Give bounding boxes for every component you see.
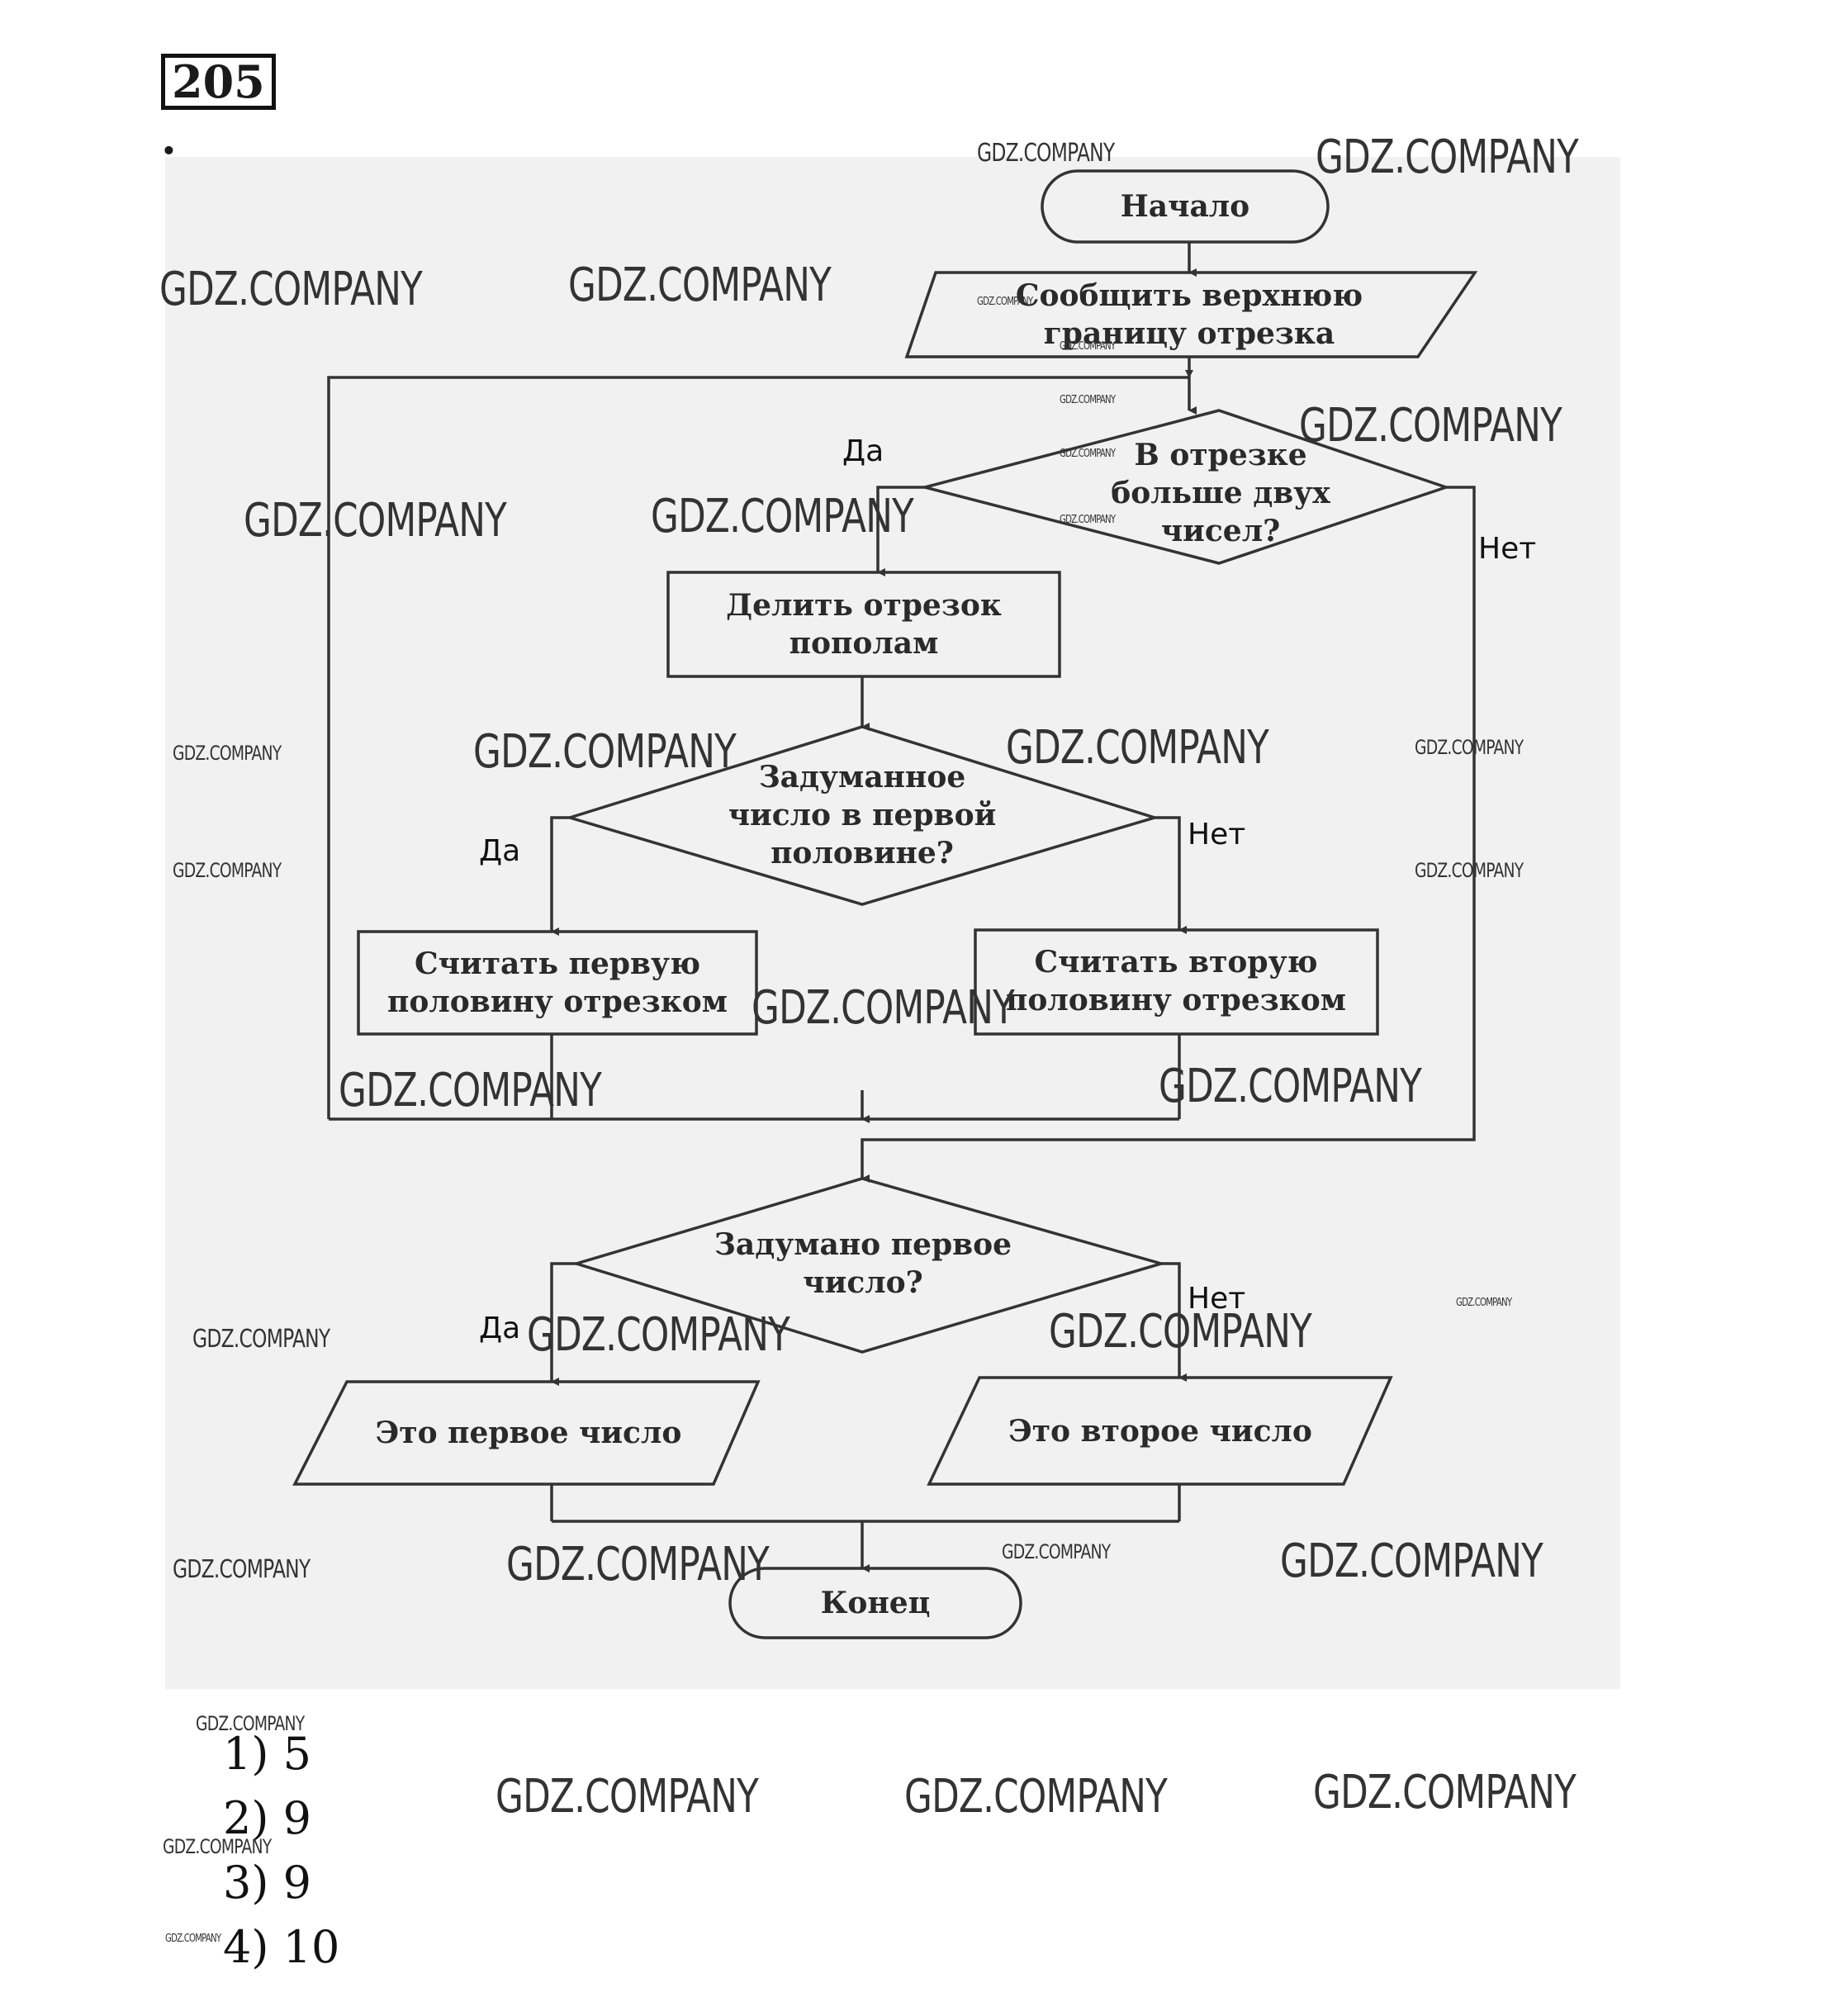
watermark: GDZ.COMPANY (495, 1770, 759, 1824)
start-terminator (1041, 169, 1330, 244)
output-first-parallelogram (292, 1380, 761, 1486)
watermark: GDZ.COMPANY (192, 1325, 330, 1354)
decision1-label: В отрезке больше двух чисел? (1111, 438, 1330, 548)
watermark: GDZ.COMPANY (1049, 1305, 1312, 1359)
arrow-decision3-yes (550, 1262, 576, 1386)
no-label-3: Нет (1188, 1282, 1246, 1316)
arrow-decision2-yes (550, 816, 570, 936)
arrow-decision2-no (1155, 816, 1187, 934)
second-half-label: Считать вторую половину отрезком (1005, 945, 1347, 1017)
watermark: GDZ.COMPANY (1060, 394, 1116, 406)
answer-row: 3) 9 (223, 1857, 311, 1909)
first-half-label: Считать первую половину отрезком (386, 946, 728, 1019)
task-number: 205. (161, 54, 280, 164)
output-second-parallelogram (927, 1376, 1393, 1486)
watermark: GDZ.COMPANY (506, 1538, 770, 1591)
watermark: GDZ.COMPANY (1060, 448, 1116, 460)
arrow-decision1-yes (876, 486, 925, 576)
watermark: GDZ.COMPANY (752, 981, 1015, 1035)
arrow-decision1-no (861, 486, 1476, 1183)
watermark: GDZ.COMPANY (1313, 1766, 1577, 1819)
watermark: GDZ.COMPANY (527, 1308, 790, 1362)
watermark: GDZ.COMPANY (1002, 1540, 1111, 1563)
answer-row: 1) 5 (223, 1728, 311, 1780)
watermark: GDZ.COMPANY (244, 494, 507, 548)
output-first-label: Это первое число (375, 1416, 682, 1450)
answer-row: 4) 10 (223, 1921, 340, 1973)
decision3-label: Задумано первое число? (714, 1227, 1012, 1300)
input-label: Сообщить верхнюю границу отрезка (1015, 278, 1363, 351)
watermark: GDZ.COMPANY (1280, 1535, 1543, 1588)
task-number-box: 205 (161, 54, 276, 110)
end-terminator (728, 1567, 1022, 1639)
output-second-label: Это второе число (1008, 1413, 1312, 1449)
watermark: GDZ.COMPANY (977, 139, 1115, 168)
watermark: GDZ.COMPANY (1415, 859, 1524, 882)
decision2-label: Задуманное число в первой половине? (728, 760, 997, 870)
halve-label: Делить отрезок пополам (726, 588, 1002, 661)
watermark: GDZ.COMPANY (1006, 721, 1269, 775)
watermark: GDZ.COMPANY (159, 263, 423, 316)
watermark: GDZ.COMPANY (173, 1555, 311, 1584)
watermark: GDZ.COMPANY (568, 259, 832, 312)
process-halve-box (666, 571, 1061, 678)
yes-label-3: Да (479, 1312, 521, 1345)
watermark: GDZ.COMPANY (1060, 514, 1116, 526)
watermark: GDZ.COMPANY (173, 859, 282, 882)
yes-label-2: Да (479, 834, 521, 868)
watermark: GDZ.COMPANY (904, 1770, 1168, 1824)
watermark: GDZ.COMPANY (1159, 1060, 1422, 1113)
watermark: GDZ.COMPANY (173, 742, 282, 765)
watermark: GDZ.COMPANY (1456, 1297, 1512, 1309)
answers-list: 1) 5 2) 9 3) 9 4) 10 (223, 1722, 339, 1980)
watermark: GDZ.COMPANY (163, 1835, 272, 1858)
arrow-decision3-no (1161, 1262, 1187, 1382)
watermark: GDZ.COMPANY (977, 296, 1033, 308)
watermark: GDZ.COMPANY (1060, 340, 1116, 353)
flowchart-panel (165, 157, 1620, 1689)
start-label: Начало (1120, 189, 1250, 224)
watermark: GDZ.COMPANY (165, 1933, 221, 1945)
input-parallelogram (904, 271, 1478, 358)
no-label-2: Нет (1188, 818, 1246, 851)
process-second-half-box (974, 928, 1379, 1036)
loop-back-line (327, 370, 1193, 1119)
yes-label-1: Да (842, 434, 884, 468)
watermark: GDZ.COMPANY (196, 1712, 305, 1735)
watermark: GDZ.COMPANY (1316, 130, 1579, 184)
watermark: GDZ.COMPANY (473, 725, 737, 779)
watermark: GDZ.COMPANY (339, 1064, 602, 1117)
end-label: Конец (820, 1586, 931, 1620)
answer-row: 2) 9 (223, 1792, 311, 1844)
watermark: GDZ.COMPANY (651, 490, 914, 543)
watermark: GDZ.COMPANY (1299, 399, 1562, 453)
watermark: GDZ.COMPANY (1415, 736, 1524, 759)
no-label-1: Нет (1478, 532, 1537, 566)
